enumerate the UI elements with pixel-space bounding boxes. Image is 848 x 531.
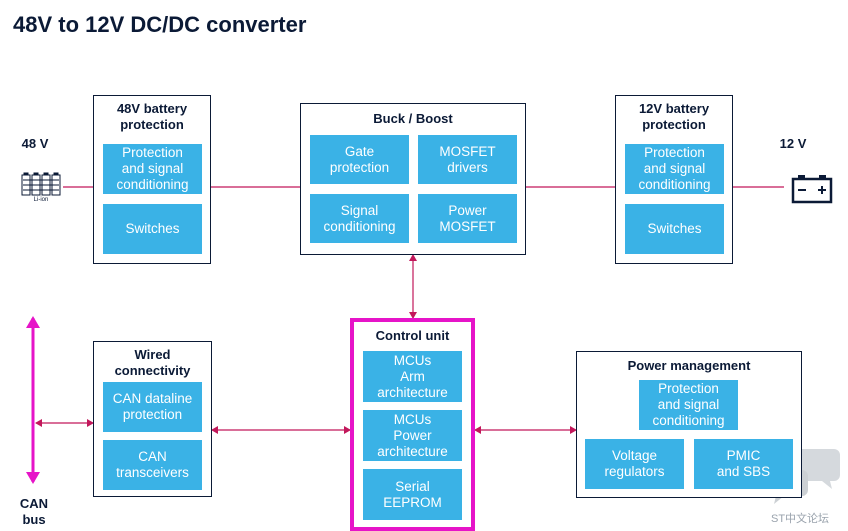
wired-connectivity-box: Wired connectivity CAN dataline protecti…: [93, 341, 212, 497]
bat48-protection-block: Protection and signal conditioning: [103, 144, 202, 194]
gate-protection-block: Gate protection: [310, 135, 409, 184]
bat48-protection-box: 48V battery protection Protection and si…: [93, 95, 211, 264]
buck-boost-box: Buck / Boost Gate protection MOSFET driv…: [300, 103, 526, 255]
bat12-protection-block: Protection and signal conditioning: [625, 144, 724, 194]
voltage-regulators-block: Voltage regulators: [585, 439, 684, 489]
can-bus-label: CAN bus: [19, 496, 49, 527]
signal-conditioning-block: Signal conditioning: [310, 194, 409, 243]
wired-title: Wired connectivity: [114, 347, 191, 378]
output-voltage-label: 12 V: [779, 136, 807, 151]
watermark-text: ST中文论坛: [771, 513, 830, 525]
can-transceivers-block: CAN transceivers: [103, 440, 202, 490]
li-ion-battery-icon: [21, 172, 61, 196]
buck-boost-title: Buck / Boost: [373, 111, 453, 126]
car-battery-icon: [791, 175, 833, 204]
mcu-arm-block: MCUs Arm architecture: [363, 351, 462, 402]
bat12-title: 12V battery protection: [638, 101, 710, 132]
input-voltage-label: 48 V: [21, 136, 49, 151]
bat12-switches-block: Switches: [625, 204, 724, 254]
mosfet-drivers-block: MOSFET drivers: [418, 135, 517, 184]
power-management-title: Power management: [627, 358, 751, 373]
power-management-box: Power management Protection and signal c…: [576, 351, 802, 498]
mcu-power-block: MCUs Power architecture: [363, 410, 462, 461]
bat12-protection-box: 12V battery protection Protection and si…: [615, 95, 733, 264]
pmic-sbs-block: PMIC and SBS: [694, 439, 793, 489]
can-dataline-block: CAN dataline protection: [103, 382, 202, 432]
page-title: 48V to 12V DC/DC converter: [13, 12, 307, 37]
serial-eeprom-block: Serial EEPROM: [363, 469, 462, 520]
control-unit-title: Control unit: [375, 328, 450, 343]
pm-protection-block: Protection and signal conditioning: [639, 380, 738, 430]
bat48-title: 48V battery protection: [116, 101, 188, 132]
bat48-switches-block: Switches: [103, 204, 202, 254]
control-unit-box: Control unit MCUs Arm architecture MCUs …: [350, 318, 475, 531]
li-ion-caption: Li-ion: [33, 197, 49, 203]
power-mosfet-block: Power MOSFET: [418, 194, 517, 243]
